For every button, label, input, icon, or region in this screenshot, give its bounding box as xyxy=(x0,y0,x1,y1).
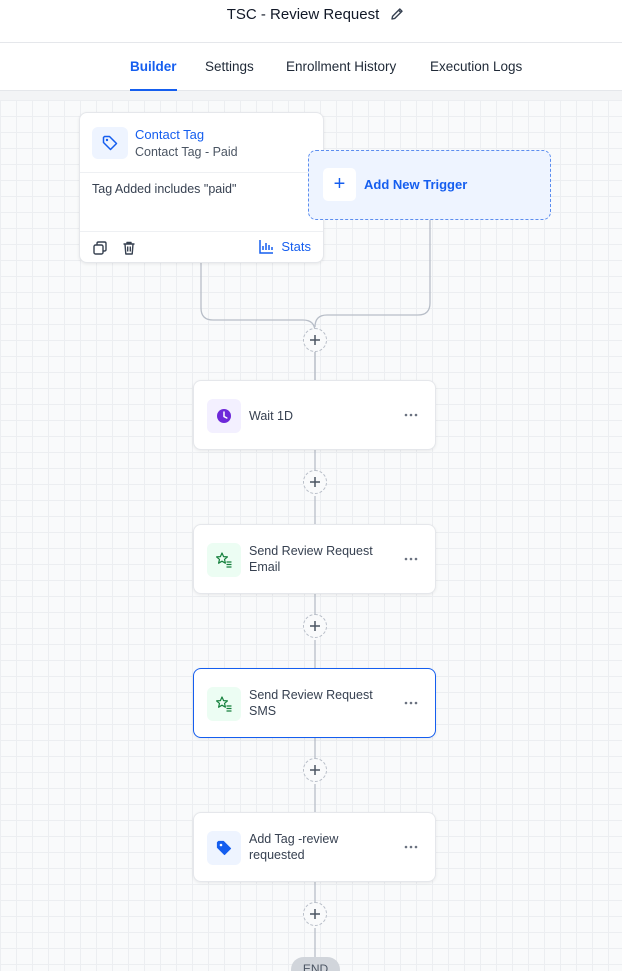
trigger-condition: Tag Added includes "paid" xyxy=(92,182,237,196)
end-marker: END xyxy=(291,957,340,971)
action-node-add-tag[interactable]: Add Tag -review requested xyxy=(193,812,436,882)
review-star-icon xyxy=(207,543,241,577)
add-new-trigger-label: Add New Trigger xyxy=(364,177,468,192)
plus-icon: + xyxy=(323,168,356,201)
node-label: Send Review Request SMS xyxy=(249,688,373,718)
title-wrap: TSC - Review Request xyxy=(227,6,406,23)
tab-bar: Builder Settings Enrollment History Exec… xyxy=(0,43,622,91)
plus-icon xyxy=(310,765,320,775)
more-options-icon[interactable] xyxy=(403,551,419,567)
pencil-icon[interactable] xyxy=(389,6,405,22)
plus-icon xyxy=(310,335,320,345)
add-step-button[interactable] xyxy=(303,758,327,782)
review-star-icon xyxy=(207,687,241,721)
trigger-card[interactable]: Contact Tag Contact Tag - Paid Tag Added… xyxy=(79,112,324,263)
more-options-icon[interactable] xyxy=(403,407,419,423)
trigger-subtitle: Contact Tag - Paid xyxy=(135,145,238,159)
workflow-header: TSC - Review Request xyxy=(0,0,622,43)
add-step-button[interactable] xyxy=(303,470,327,494)
trigger-name[interactable]: Contact Tag xyxy=(135,127,205,142)
action-node-review-sms[interactable]: Send Review Request SMS xyxy=(193,668,436,738)
stats-label: Stats xyxy=(281,239,311,254)
add-step-button[interactable] xyxy=(303,328,327,352)
tab-execution-logs[interactable]: Execution Logs xyxy=(430,59,523,74)
plus-icon xyxy=(310,477,320,487)
stats-button[interactable]: Stats xyxy=(259,239,311,254)
plus-icon xyxy=(310,909,320,919)
action-node-wait[interactable]: Wait 1D xyxy=(193,380,436,450)
tab-builder[interactable]: Builder xyxy=(130,43,177,91)
add-step-button[interactable] xyxy=(303,614,327,638)
action-node-review-email[interactable]: Send Review Request Email xyxy=(193,524,436,594)
trigger-card-header: Contact Tag Contact Tag - Paid xyxy=(80,113,323,173)
add-step-button[interactable] xyxy=(303,902,327,926)
trash-icon[interactable] xyxy=(121,240,137,256)
workflow-title[interactable]: TSC - Review Request xyxy=(226,5,380,23)
more-options-icon[interactable] xyxy=(403,839,419,855)
workflow-canvas[interactable]: Contact Tag Contact Tag - Paid Tag Added… xyxy=(0,91,622,971)
tab-settings[interactable]: Settings xyxy=(205,59,254,74)
tag-outline-icon xyxy=(92,127,128,159)
clock-icon xyxy=(207,399,241,433)
connector-lines xyxy=(200,220,431,957)
trigger-card-footer: Stats xyxy=(80,231,323,263)
tab-enrollment-history[interactable]: Enrollment History xyxy=(286,59,397,74)
plus-icon xyxy=(310,621,320,631)
node-label: Add Tag -review requested xyxy=(249,832,339,862)
add-new-trigger-button[interactable]: + Add New Trigger xyxy=(308,150,551,220)
node-label: Wait 1D xyxy=(249,409,293,423)
node-label: Send Review Request Email xyxy=(249,544,373,574)
bar-chart-icon xyxy=(259,240,274,254)
copy-icon[interactable] xyxy=(92,240,108,256)
tag-icon xyxy=(207,831,241,865)
more-options-icon[interactable] xyxy=(403,695,419,711)
